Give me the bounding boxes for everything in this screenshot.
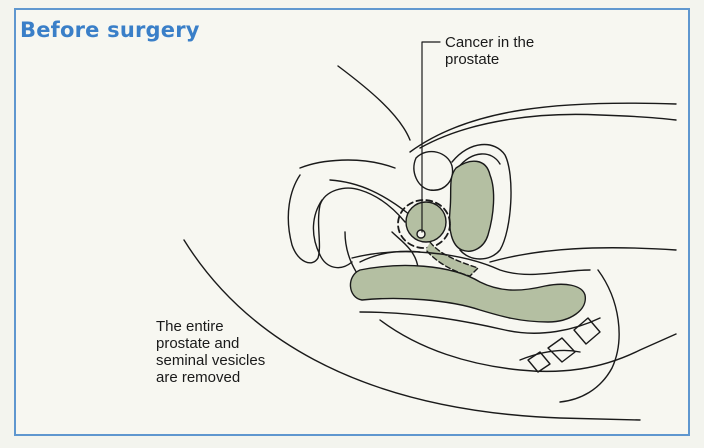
cancer-label: Cancer in the prostate	[445, 34, 534, 68]
abdominal-wall	[338, 66, 410, 140]
prostate	[406, 202, 446, 242]
gluteal-contour	[380, 320, 676, 371]
removal-label: The entire prostate and seminal vesicles…	[156, 318, 265, 386]
abdominal-wall-outer	[410, 103, 676, 152]
abdominal-wall-inner	[420, 114, 676, 148]
pelvic-floor	[360, 251, 420, 262]
vertebra-2	[574, 318, 600, 344]
pubic-bone	[414, 152, 453, 191]
spine-outline	[490, 248, 676, 262]
vertebra-3	[528, 352, 550, 372]
urethra	[330, 180, 410, 215]
cancer-spot	[417, 230, 425, 238]
bladder	[450, 161, 494, 251]
thigh-line	[300, 160, 395, 168]
